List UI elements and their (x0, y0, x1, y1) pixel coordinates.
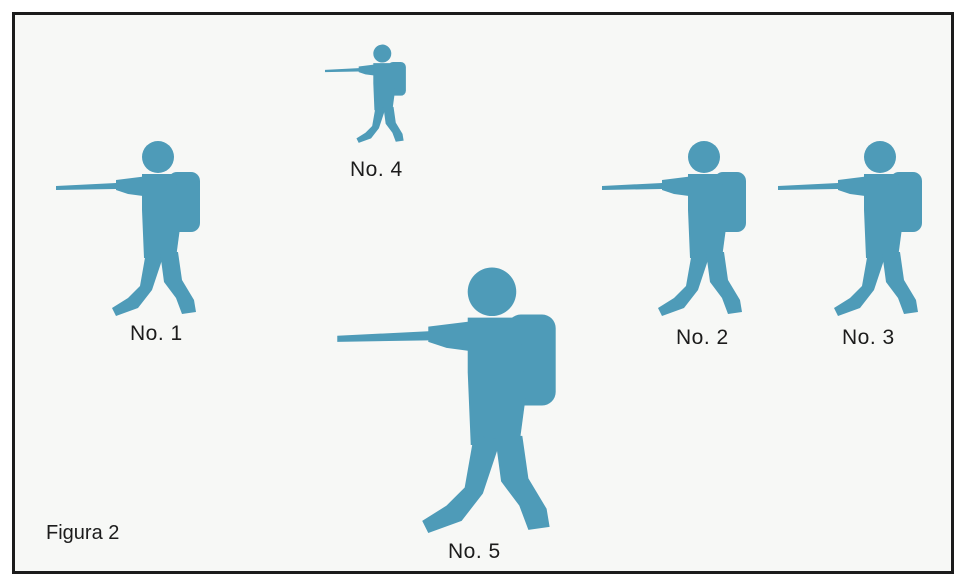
soldier-figure-no-3 (776, 140, 926, 318)
soldier-label-no-1: No. 1 (130, 322, 183, 346)
soldier-figure-no-5 (330, 266, 566, 536)
soldier-label-no-4: No. 4 (350, 158, 403, 182)
figure-caption: Figura 2 (46, 522, 119, 545)
soldier-figure-no-2 (600, 140, 750, 318)
soldier-figure-no-1 (56, 140, 202, 318)
soldier-label-no-3: No. 3 (842, 326, 895, 350)
soldier-figure-no-4 (322, 44, 410, 144)
soldier-label-no-5: No. 5 (448, 540, 501, 564)
soldier-label-no-2: No. 2 (676, 326, 729, 350)
